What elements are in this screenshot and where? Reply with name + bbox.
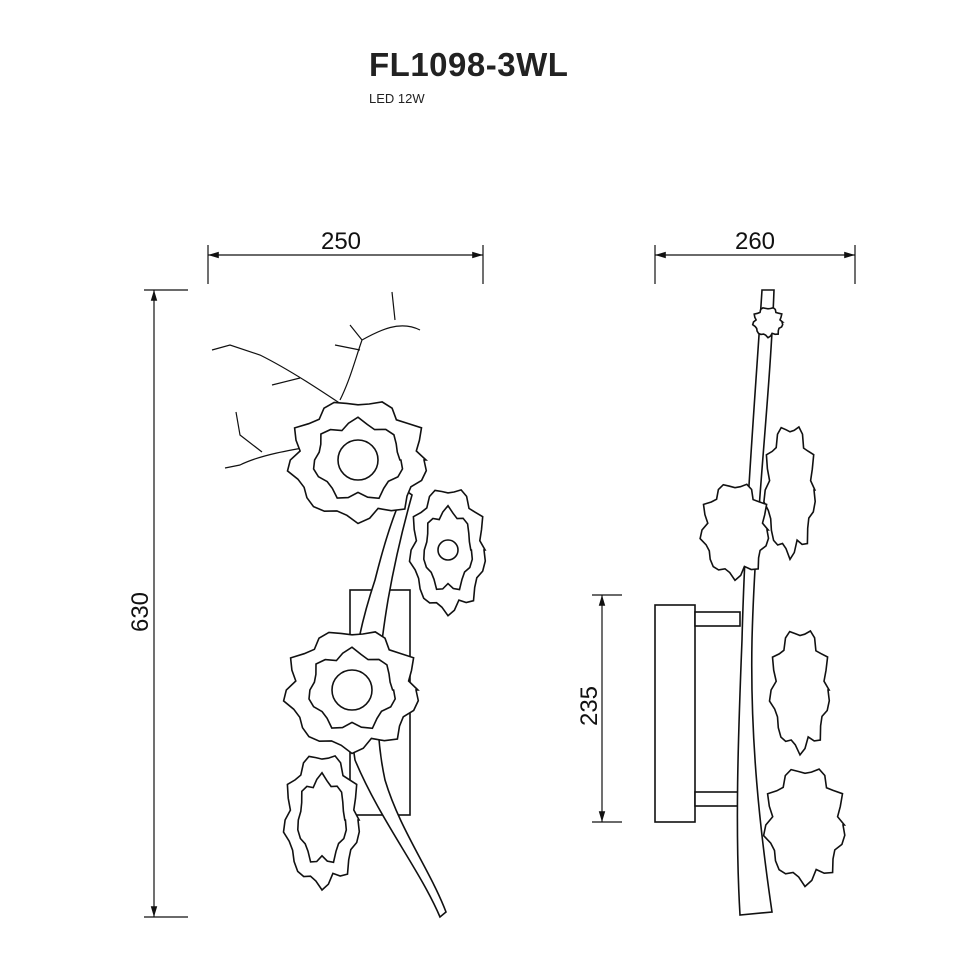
- width-label: 250: [321, 228, 361, 255]
- base-height-label: 235: [576, 686, 603, 726]
- base-height-dimension: 235: [576, 594, 622, 823]
- height-label: 630: [127, 592, 154, 632]
- side-flower: [699, 483, 770, 582]
- front-branch: [350, 488, 447, 919]
- flower-led: [331, 669, 373, 711]
- side-flower: [751, 306, 785, 339]
- height-dimension: 630: [127, 289, 188, 918]
- front-view: [211, 291, 487, 919]
- flower-led: [437, 539, 459, 561]
- side-arm-bottom: [694, 791, 741, 807]
- flower-inner: [296, 771, 348, 864]
- flower-led: [337, 439, 379, 481]
- depth-label: 260: [735, 228, 775, 255]
- depth-dimension: 260: [654, 228, 856, 284]
- side-flower: [763, 425, 817, 562]
- power-spec: LED 12W: [369, 91, 425, 106]
- side-arm-top: [694, 611, 741, 627]
- side-flower: [762, 768, 847, 888]
- side-canopy: [654, 604, 696, 823]
- model-title: FL1098-3WL: [369, 46, 569, 83]
- side-flower: [768, 629, 831, 757]
- width-dimension: 250: [207, 228, 484, 284]
- side-view: [654, 289, 847, 916]
- front-twigs: [211, 291, 421, 469]
